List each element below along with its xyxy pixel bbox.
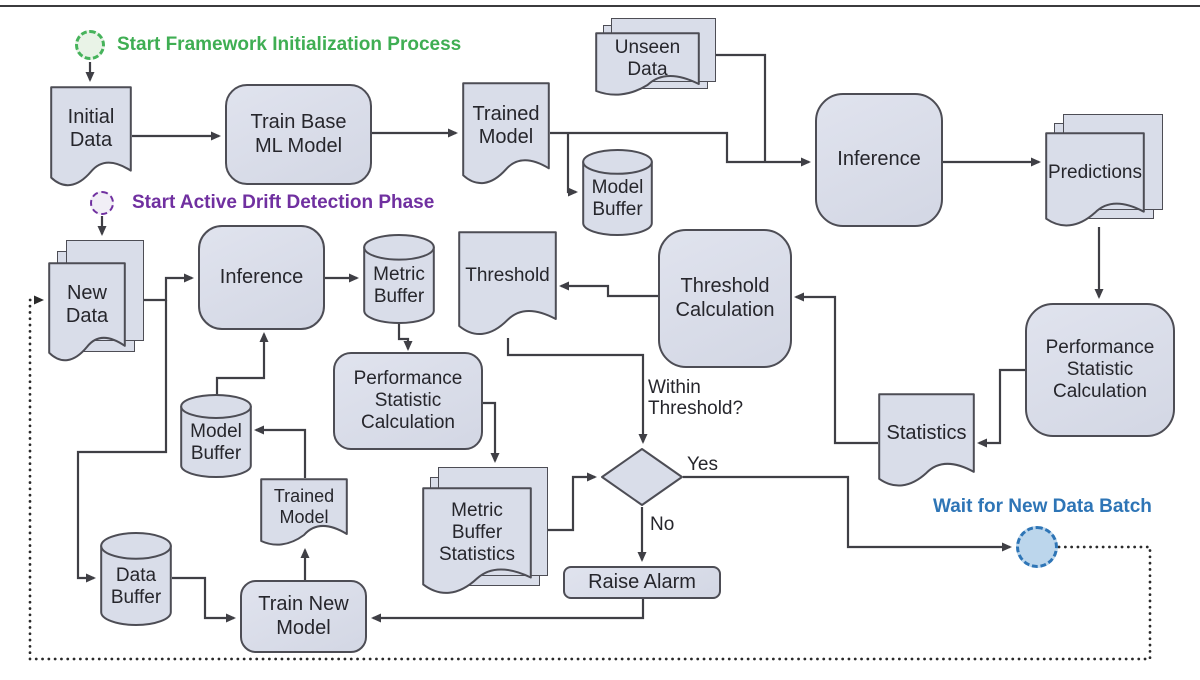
node-label: Train New Model: [258, 593, 349, 639]
edge-newdata-inference2: [140, 273, 194, 302]
shape-outline: [601, 448, 683, 506]
node-label: Data Buffer: [110, 564, 162, 608]
shape-outline: [582, 149, 653, 236]
shape-outline: [180, 394, 252, 478]
new-data-node: New Data: [48, 240, 144, 363]
shape-outline: [458, 231, 557, 335]
node-label: Predictions: [1048, 161, 1142, 183]
node-label: Model Buffer: [591, 177, 644, 221]
edge-thresholdcalc-threshold: [559, 281, 658, 298]
wait-label: Wait for New Data Batch: [933, 496, 1152, 517]
trained-model-1-node: Trained Model: [462, 82, 550, 186]
node-label: Threshold: [465, 264, 550, 286]
node-label: Trained Model: [273, 486, 335, 527]
unseen-data-node: Unseen Data: [595, 18, 716, 96]
predictions-node: Predictions: [1045, 114, 1163, 228]
threshold-node: Threshold: [458, 231, 557, 337]
node-label: Inference: [837, 148, 921, 171]
model-buffer-1-node: Model Buffer: [582, 149, 653, 236]
shape-outline: [595, 32, 700, 96]
shape-outline: [363, 234, 435, 324]
node-label: New Data: [65, 281, 109, 327]
node-label: Metric Buffer: [373, 264, 425, 308]
shape-outline: [878, 393, 975, 487]
wait-circle-icon: [1016, 526, 1058, 568]
edge-trainedmodel2-modelbuffer2: [254, 425, 307, 478]
initial-data-node: Initial Data: [50, 86, 132, 188]
node-label: Trained Model: [472, 102, 540, 149]
edge-modelbuffer2-inference2: [215, 332, 269, 396]
shape-outline: [50, 86, 132, 187]
edge-metricbuffer-perfcalc1: [397, 324, 413, 351]
edge-wait-loopback-dotted: [28, 295, 1152, 661]
no-label: No: [650, 514, 675, 535]
start-drift-label: Start Active Drift Detection Phase: [132, 192, 435, 213]
performance-stat-calc-2-node: Performance Statistic Calculation: [1025, 303, 1175, 437]
edge-perfcalc1-mbstats: [483, 401, 500, 463]
shape-outline: [48, 262, 126, 362]
metric-buffer-statistics-node: Metric Buffer Statistics: [422, 467, 548, 597]
node-label: Threshold Calculation: [675, 275, 775, 321]
edge-statistics-thresholdcalc: [794, 292, 878, 445]
edge-decision-yes-wait: [683, 475, 1012, 552]
shape-outline: [1045, 132, 1145, 227]
shape-outline: [462, 82, 550, 184]
raise-alarm-node: Raise Alarm: [563, 566, 721, 599]
inference-2-node: Inference: [198, 225, 325, 330]
node-label: Train Base ML Model: [250, 111, 347, 157]
yes-label: Yes: [687, 454, 718, 475]
inference-1-node: Inference: [815, 93, 943, 227]
shape-outline: [260, 478, 348, 546]
performance-stat-calc-1-node: Performance Statistic Calculation: [333, 352, 483, 450]
node-label: Metric Buffer Statistics: [438, 500, 516, 566]
train-base-ml-model-node: Train Base ML Model: [225, 84, 372, 185]
edge-newdata-databuffer: [76, 300, 168, 583]
shape-outline: [422, 487, 532, 594]
edge-unseendata-join: [710, 53, 767, 161]
top-divider: [0, 5, 1200, 7]
start-init-circle-icon: [75, 30, 105, 60]
edge-trainedmodel-inference1: [550, 131, 811, 167]
node-label: Inference: [219, 265, 304, 288]
node-label: Initial Data: [67, 106, 115, 152]
node-label: Performance Statistic Calculation: [353, 367, 463, 434]
edge-raisealarm-trainnew: [371, 599, 645, 623]
decision-question-label: Within Threshold?: [648, 377, 744, 420]
edge-databuffer-trainnew: [172, 576, 236, 623]
node-label: Statistics: [886, 421, 967, 444]
model-buffer-2-node: Model Buffer: [180, 394, 252, 478]
within-threshold-decision-node: [601, 448, 683, 506]
trained-model-2-node: Trained Model: [260, 478, 348, 546]
statistics-node: Statistics: [878, 393, 975, 488]
node-label: Performance Statistic Calculation: [1045, 336, 1155, 403]
metric-buffer-node: Metric Buffer: [363, 234, 435, 324]
train-new-model-node: Train New Model: [240, 580, 367, 653]
start-drift-circle-icon: [90, 191, 114, 215]
data-buffer-node: Data Buffer: [100, 532, 172, 626]
start-init-label: Start Framework Initialization Process: [117, 34, 462, 55]
shape-outline: [100, 532, 172, 626]
threshold-calculation-node: Threshold Calculation: [658, 229, 792, 368]
edge-trainedmodel-modelbuffer1: [566, 133, 578, 197]
edge-threshold-decision: [506, 338, 648, 444]
node-label: Model Buffer: [190, 420, 242, 464]
node-label: Raise Alarm: [588, 570, 696, 593]
edge-perfcalc2-statistics: [977, 368, 1025, 448]
edge-mbstats-decision: [548, 472, 597, 532]
node-label: Unseen Data: [614, 36, 681, 80]
